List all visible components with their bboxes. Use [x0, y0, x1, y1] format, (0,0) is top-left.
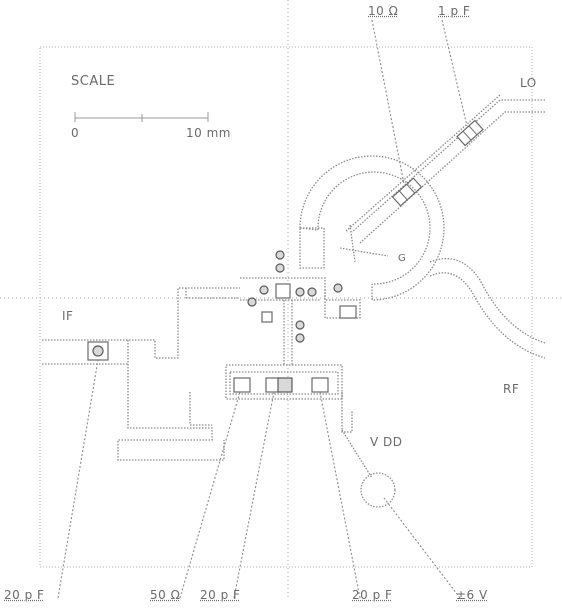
board-outline	[39, 46, 533, 568]
lo-resistor	[391, 177, 423, 207]
scale-zero-label: 0	[71, 126, 80, 140]
bottom-voltage-label: ±6 V	[456, 588, 488, 602]
bottom-components	[233, 377, 329, 393]
vdd-label: V DD	[370, 435, 403, 449]
if-capacitor	[87, 341, 109, 361]
capacitor-top-label: 1 p F	[438, 4, 471, 18]
if-line	[42, 287, 240, 461]
lo-line	[344, 94, 545, 244]
scale-ten-label: 10 mm	[186, 126, 231, 140]
bottom-cap-mid-label: 20 p F	[200, 588, 241, 602]
scale-title: SCALE	[71, 74, 116, 89]
resistor-top-label: 10 Ω	[368, 4, 399, 18]
bottom-cap-left-label: 20 p F	[4, 588, 45, 602]
bottom-res-label: 50 Ω	[150, 588, 181, 602]
port-if-label: IF	[62, 309, 74, 323]
bias-network	[189, 300, 396, 508]
port-rf-label: RF	[503, 382, 520, 396]
port-lo-label: LO	[520, 76, 537, 90]
lo-capacitor	[456, 119, 484, 147]
rf-line	[429, 257, 546, 359]
bottom-cap-right-label: 20 p F	[352, 588, 393, 602]
center-marker-label: G	[398, 253, 407, 264]
label-leaders	[57, 19, 468, 599]
mixer-core	[240, 227, 361, 343]
scale-bar	[74, 112, 209, 122]
